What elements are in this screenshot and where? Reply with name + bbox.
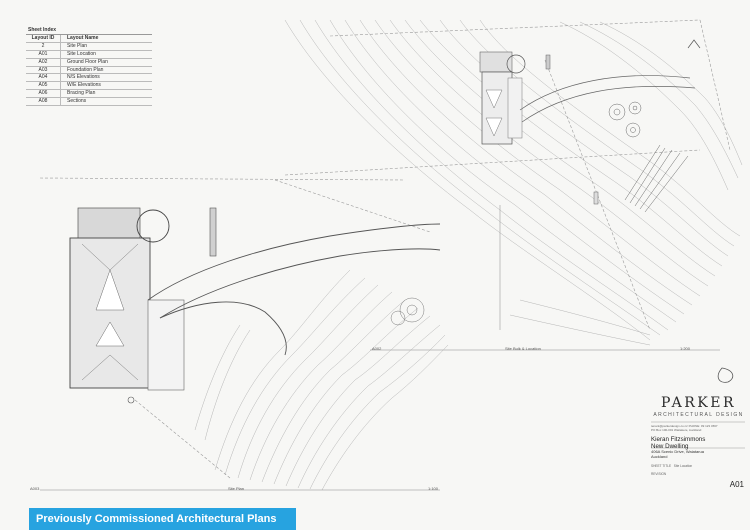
layout-name: Foundation Plan — [67, 66, 104, 73]
sheet-number: A01 — [729, 480, 744, 489]
brand-logo: PARKER — [660, 395, 736, 411]
trees-site — [390, 297, 425, 326]
contact-line: PO Box 100-001 Waitakere, Auckland — [651, 428, 702, 432]
layout-id: A01 — [26, 50, 61, 58]
sheet-title-value: Site Location — [673, 463, 693, 468]
contact-line: tenant@parkerdesign.co.nz PHONE: 09 123 … — [651, 424, 718, 428]
layout-name: Site Location — [67, 50, 96, 57]
caption-banner: Previously Commissioned Architectural Pl… — [29, 508, 296, 530]
boundary-site — [39, 177, 431, 479]
contours-site — [194, 269, 449, 491]
house-bulk — [479, 51, 599, 205]
sheet-index-row: A02 Ground Floor Plan — [26, 58, 152, 67]
layout-name: Ground Floor Plan — [67, 58, 108, 65]
north-arrow-icon — [687, 39, 701, 49]
sheet-index-title: Sheet Index — [26, 27, 152, 35]
sheet-title-label: SHEET TITLE — [651, 463, 672, 468]
layout-id: A04 — [26, 74, 61, 82]
trees-bulk — [608, 101, 689, 213]
bulk-drawing-ref: A002 — [372, 346, 382, 351]
sheet-index-row: A08 Sections — [26, 98, 152, 107]
col-layout-id: Layout ID — [26, 35, 61, 42]
address-line: Auckland — [651, 453, 668, 459]
layout-id: 2 — [26, 42, 61, 50]
layout-name: Sections — [67, 98, 87, 105]
bulk-drawing-scale: 1:200 — [680, 346, 691, 351]
driveway-site — [147, 223, 441, 356]
layout-name: N/S Elevations — [67, 74, 100, 81]
brand-subtitle: ARCHITECTURAL DESIGN — [653, 412, 744, 418]
boundary-bulk — [284, 19, 731, 331]
revision-label: REVISION — [651, 471, 667, 476]
sheet-index-row: A04 N/S Elevations — [26, 74, 152, 83]
layout-id: A03 — [26, 66, 61, 74]
client-name: Kieran Fitzsimmons — [651, 436, 706, 443]
layout-name: Site Plan — [67, 42, 88, 49]
sheet-index-row: A01 Site Location — [26, 50, 152, 59]
sheet-title-row: SHEET TITLE Site Location — [651, 464, 746, 468]
title-block: PARKER ARCHITECTURAL DESIGN tenant@parke… — [651, 395, 746, 513]
site-drawing-ref: A003 — [30, 486, 40, 491]
sheet-index-header: Layout ID Layout Name — [26, 35, 152, 43]
sheet-index-row: A03 Foundation Plan — [26, 66, 152, 75]
layout-id: A02 — [26, 58, 61, 66]
site-drawing-title: Site Plan — [228, 486, 245, 491]
bulk-drawing-title: Site Bulk & Location — [505, 346, 541, 351]
address-line: 406A Scenic Drive, Waiatarua — [651, 449, 704, 454]
col-layout-name: Layout Name — [67, 35, 99, 41]
layout-id: A05 — [26, 82, 61, 90]
sheet-index-row: 2 Site Plan — [26, 42, 152, 51]
layout-id: A06 — [26, 90, 61, 98]
driveway-bulk — [519, 75, 696, 123]
house-site — [69, 207, 217, 404]
sheet-index-row: A06 Bracing Plan — [26, 90, 152, 99]
site-drawing-scale: 1:100 — [428, 486, 439, 491]
layout-name: Bracing Plan — [67, 90, 96, 97]
compass-icon — [717, 367, 734, 383]
project-name: New Dwelling — [651, 443, 689, 450]
contours-bulk — [284, 19, 743, 346]
layout-name: W/E Elevations — [67, 82, 101, 89]
sheet-index-row: A05 W/E Elevations — [26, 82, 152, 91]
layout-id: A08 — [26, 98, 61, 106]
